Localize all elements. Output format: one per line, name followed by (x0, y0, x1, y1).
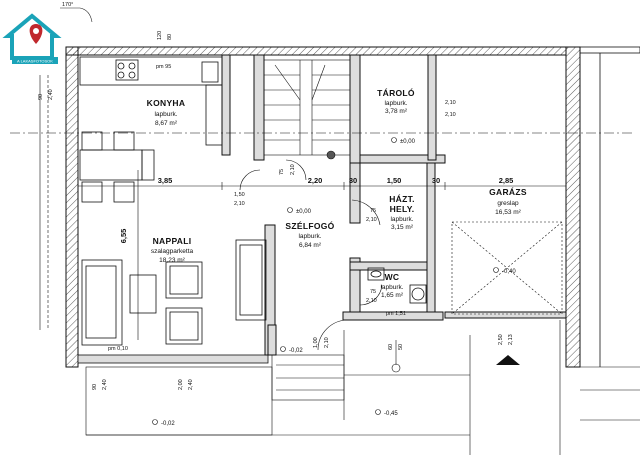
dim-left-90: 90 (38, 94, 44, 100)
level-tarolo: ±0,00 (400, 139, 416, 145)
dim-door-150: 1,50 (234, 192, 245, 198)
level-driveway: -0,45 (384, 411, 398, 417)
dim-30b: 30 (432, 176, 440, 185)
room-area-nappali: 18,23 m² (159, 257, 185, 264)
dim-door-75b: 75 (370, 208, 376, 214)
dim-top-120: 120 (157, 31, 163, 40)
kitchen-counter (79, 56, 223, 146)
dim-win-200: 2,00 (178, 379, 184, 390)
dining-table (79, 131, 155, 203)
room-name-tarolo: TÁROLÓ (377, 87, 415, 98)
dim-door-210e: 2,10 (366, 217, 377, 223)
room-name-konyha: KONYHA (147, 98, 186, 108)
dim-win-60: 60 (388, 344, 394, 350)
room-area-wc: 1,65 m² (381, 292, 404, 299)
level-terrace: -0,02 (161, 421, 175, 427)
room-name-hazt-line1: HÁZT. (389, 194, 415, 204)
dim-door-210f: 2,10 (366, 298, 377, 304)
logo-text: A LAKASFOTOSOK (17, 59, 53, 64)
room-name-garazs: GARÁZS (489, 187, 527, 197)
terrace (85, 320, 640, 455)
room-area-szelfogo: 6,84 m² (299, 242, 322, 249)
dim-door-75a: 75 (279, 169, 285, 175)
dim-top-80: 80 (167, 34, 173, 40)
dim-door-210b: 2,10 (445, 100, 456, 106)
angle-marker: 170° (60, 2, 93, 23)
room-floor-szelfogo: lapburk. (298, 233, 321, 240)
mark-pm010: pm 0,10 (108, 346, 128, 352)
room-floor-nappali: szalagparketta (151, 248, 194, 255)
room-area-garazs: 16,53 m² (495, 209, 521, 216)
entrance-arrow-icon (496, 355, 520, 365)
dim-door-75c: 75 (370, 289, 376, 295)
dim-150: 1,50 (387, 176, 402, 185)
dim-win-240a: 2,40 (102, 379, 108, 390)
room-area-hazt: 3,15 m² (391, 224, 414, 231)
level-markers: ±0,00 ±0,00 -0,40 -0,02 -0,02 -0,45 (152, 137, 516, 427)
room-floor-konyha: lapburk. (154, 111, 177, 118)
dim-door-210c: 2,10 (445, 112, 456, 118)
dim-left-240: 2,40 (48, 89, 54, 100)
room-area-tarolo: 3,78 m² (385, 108, 408, 115)
dim-door-210g: 2,10 (324, 337, 330, 348)
room-floor-tarolo: lapburk. (384, 100, 407, 107)
mark-pm95: pm 95 (156, 64, 171, 70)
house-icon (2, 13, 62, 60)
dim-655: 6,55 (119, 229, 128, 244)
room-name-szelfogo: SZÉLFOGÓ (285, 220, 334, 231)
room-name-hazt-line2: HELY. (390, 204, 415, 214)
staircase (263, 59, 351, 160)
living-furniture (81, 239, 267, 346)
dimension-line-horizontal (77, 182, 567, 190)
door-swings (239, 159, 401, 373)
level-garazs: -0,40 (502, 269, 516, 275)
room-floor-hazt: lapburk. (390, 216, 413, 223)
room-floor-garazs: greslap (497, 200, 519, 207)
dim-285: 2,85 (499, 176, 514, 185)
garage-car (451, 221, 563, 315)
angle-label: 170° (62, 2, 73, 8)
outer-walls (39, 46, 640, 368)
room-area-konyha: 8,67 m² (155, 120, 178, 127)
dim-gate-250: 2,50 (498, 334, 504, 345)
room-floor-wc: lapburk. (380, 284, 403, 291)
logo: A LAKASFOTOSOK (2, 13, 62, 64)
mark-pm151: pm 1,51 (386, 311, 406, 317)
wc-fixtures (367, 267, 427, 304)
room-name-wc: WC (385, 272, 400, 282)
dim-385: 3,85 (158, 176, 173, 185)
dim-door-210a: 2,10 (234, 201, 245, 207)
interior-walls (221, 54, 567, 356)
dim-win-90: 90 (92, 384, 98, 390)
level-entry: -0,02 (289, 348, 303, 354)
dim-door-100: 1,00 (313, 337, 319, 348)
dim-win-240b: 2,40 (188, 379, 194, 390)
room-name-nappali: NAPPALI (153, 236, 192, 246)
dim-30a: 30 (349, 176, 357, 185)
level-szelfogo: ±0,00 (296, 209, 312, 215)
dim-220: 2,20 (308, 176, 323, 185)
dim-win-50: 50 (398, 344, 404, 350)
dim-gate-213: 2,13 (508, 334, 514, 345)
dim-door-210d: 2,10 (290, 164, 296, 175)
